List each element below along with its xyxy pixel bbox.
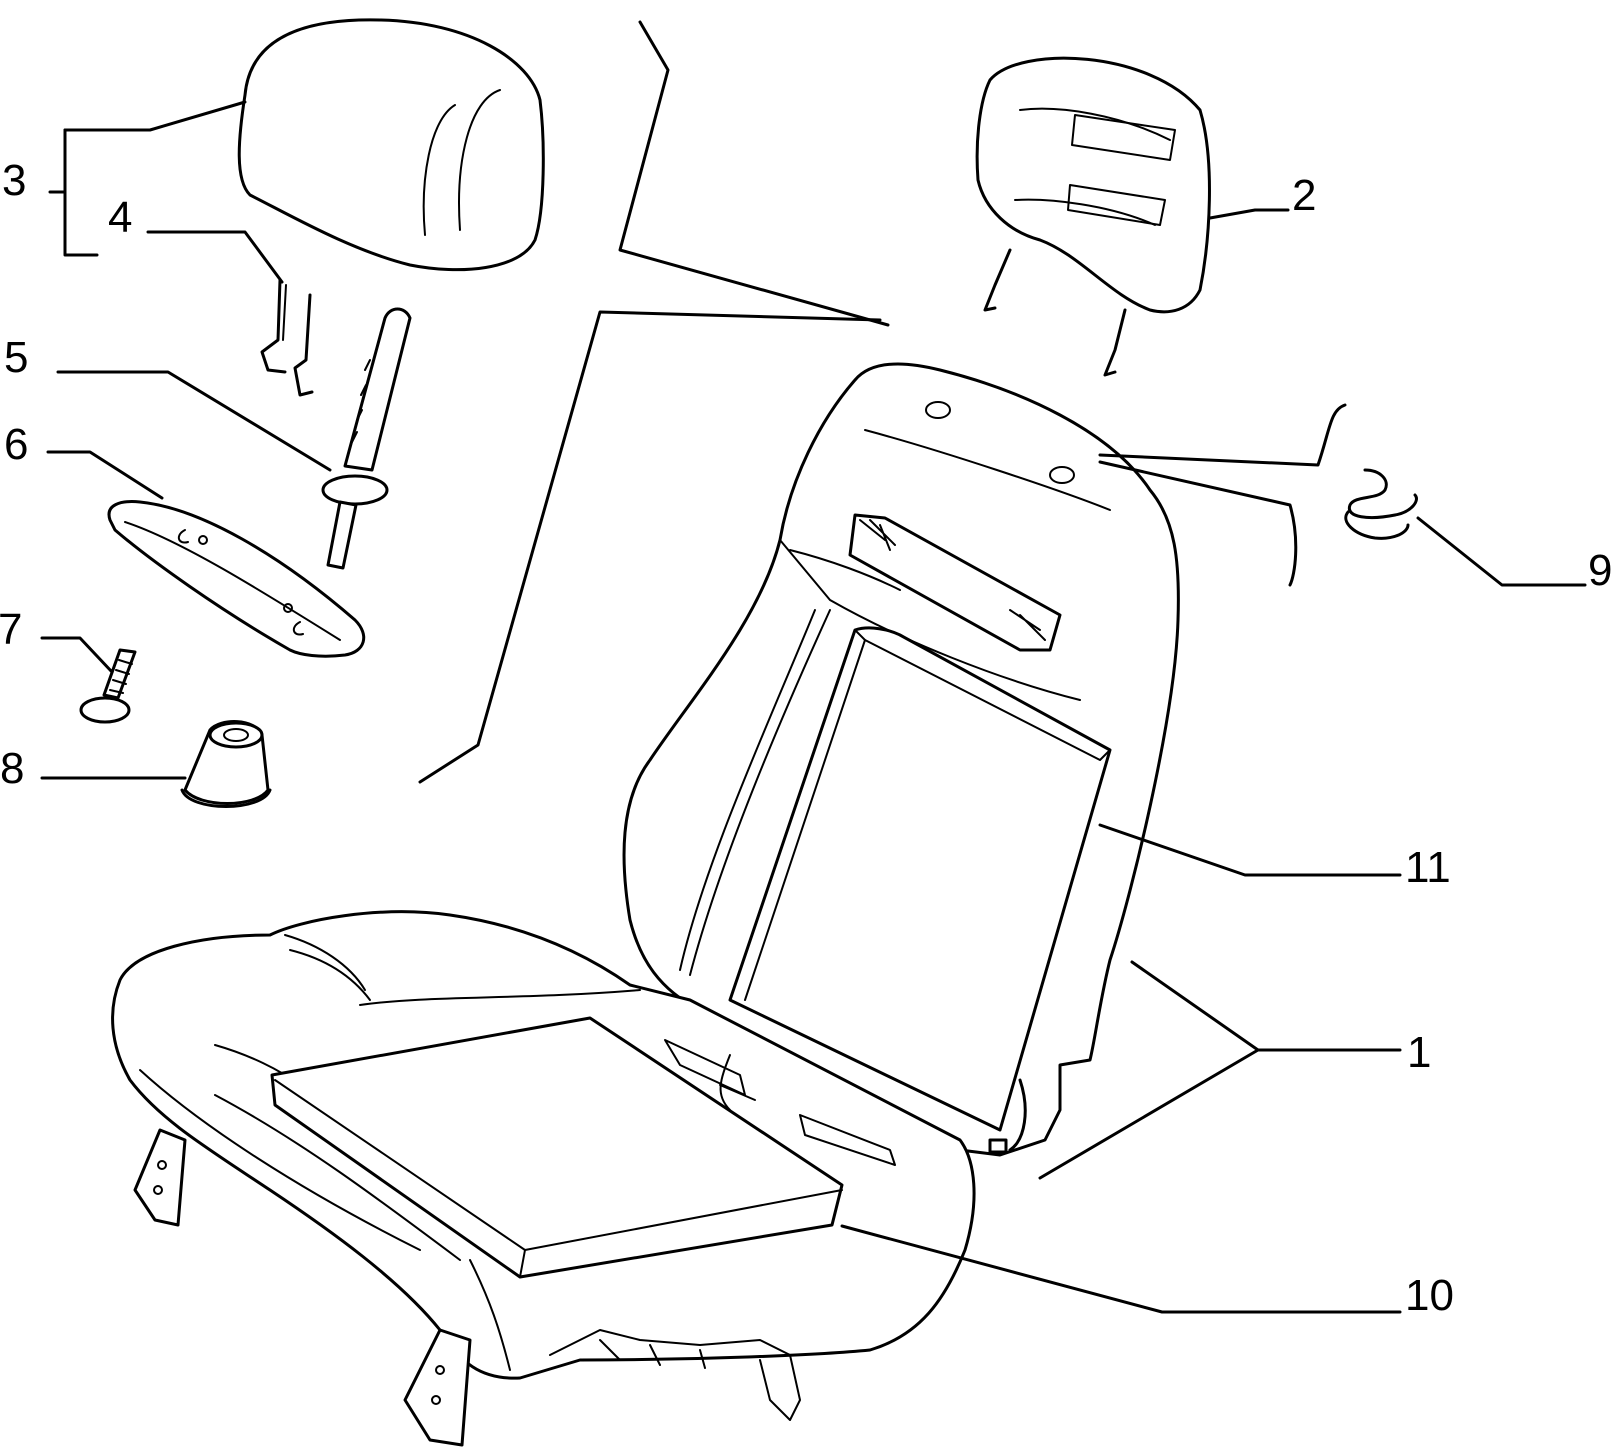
callout-4: 4 [108, 193, 132, 242]
callout-11: 11 [1405, 843, 1451, 892]
exploded-brace [418, 20, 890, 784]
spring-clip-part-9 [1344, 468, 1418, 540]
bracket-plate-part-6 [107, 500, 366, 658]
callout-6: 6 [4, 420, 28, 469]
headrest-guide-wire-part-4 [260, 278, 314, 397]
headrest-part-3 [237, 18, 545, 272]
callout-labels: 1 2 3 4 5 6 7 8 9 10 11 [0, 156, 1612, 1320]
callout-8: 8 [0, 744, 24, 793]
grommet-part-8 [180, 720, 272, 808]
headrest-post-part-5 [321, 307, 412, 570]
callout-7: 7 [0, 605, 22, 654]
headrest-rear-part-2 [975, 56, 1211, 377]
callout-2: 2 [1292, 171, 1316, 220]
callout-3: 3 [2, 156, 26, 205]
cushion-pad-part-10 [270, 1016, 844, 1279]
bolt-part-7 [79, 648, 137, 724]
callout-10: 10 [1405, 1271, 1454, 1320]
part-9-brace [1098, 403, 1347, 587]
leader-lines [40, 100, 1587, 1314]
callout-5: 5 [4, 333, 28, 382]
callout-9: 9 [1588, 546, 1612, 595]
callout-1: 1 [1407, 1028, 1431, 1077]
back-pad-part-11 [728, 626, 1112, 1132]
